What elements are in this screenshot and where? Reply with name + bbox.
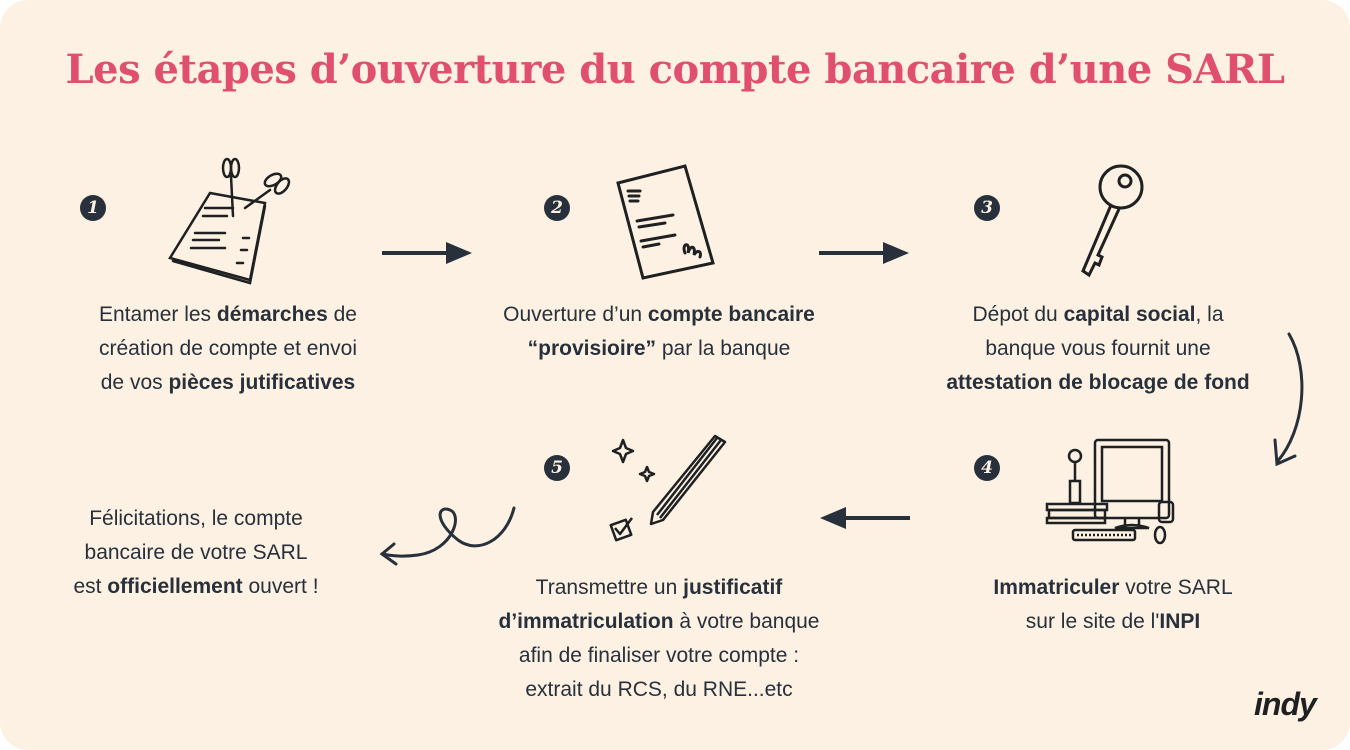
text-segment: votre SARL bbox=[1119, 576, 1233, 599]
text-bold-segment: officiellement bbox=[107, 575, 243, 598]
arrow-right-1 bbox=[382, 242, 472, 264]
text-bold-segment: “provisioire” bbox=[527, 337, 657, 360]
text-bold-segment: d’immatriculation bbox=[498, 610, 674, 633]
curved-arrow-down bbox=[1273, 332, 1304, 467]
step-3-description: Dépot du capital social, la banque vous … bbox=[888, 298, 1308, 400]
text-segment: de bbox=[327, 303, 357, 326]
loop-arrow-left bbox=[379, 506, 516, 566]
step-number-5: 5 bbox=[544, 455, 570, 481]
step-number-2: 2 bbox=[544, 195, 570, 221]
step-number-1: 1 bbox=[80, 195, 106, 221]
text-segment: de vos bbox=[100, 371, 169, 394]
text-segment: Entamer les bbox=[99, 303, 217, 326]
text-segment: par la banque bbox=[656, 337, 791, 360]
text-segment: Dépot du bbox=[972, 303, 1064, 326]
text-bold-segment: INPI bbox=[1159, 610, 1201, 633]
key-icon bbox=[1081, 164, 1144, 278]
text-segment: Transmettre un bbox=[535, 576, 684, 599]
indy-logo: indy bbox=[1254, 686, 1317, 722]
text-bold-segment: capital social bbox=[1063, 303, 1196, 326]
text-bold-segment: pièces jutificatives bbox=[168, 371, 356, 394]
text-segment: à votre banque bbox=[673, 610, 820, 633]
text-segment: Ouverture d’un bbox=[503, 303, 648, 326]
text-segment: ouvert ! bbox=[242, 575, 319, 598]
documents-scissors-icon bbox=[168, 157, 291, 285]
arrow-right-2 bbox=[819, 242, 909, 264]
text-segment: afin de finaliser votre compte : bbox=[518, 644, 800, 667]
final-message: Félicitations, le compte bancaire de vot… bbox=[0, 502, 406, 604]
text-segment: extrait du RCS, du RNE...etc bbox=[525, 678, 793, 701]
text-bold-segment: justificatif bbox=[683, 576, 783, 599]
step-number-3: 3 bbox=[974, 195, 1000, 221]
computer-desk-icon bbox=[1045, 438, 1175, 545]
text-bold-segment: Immatriculer bbox=[993, 576, 1120, 599]
step-4-description: Immatriculer votre SARL sur le site de l… bbox=[903, 571, 1323, 639]
arrow-left bbox=[820, 507, 910, 529]
text-segment: sur le site de l' bbox=[1025, 610, 1160, 633]
text-segment: est bbox=[73, 575, 108, 598]
text-bold-segment: compte bancaire bbox=[647, 303, 815, 326]
step-1-description: Entamer les démarches de création de com… bbox=[18, 298, 438, 400]
step-5-description: Transmettre un justificatif d’immatricul… bbox=[449, 571, 869, 707]
step-2-description: Ouverture d’un compte bancaire “provisio… bbox=[449, 298, 869, 366]
text-segment: bancaire de votre SARL bbox=[84, 541, 308, 564]
text-bold-segment: démarches bbox=[216, 303, 328, 326]
pencil-checkbox-icon bbox=[609, 434, 727, 542]
text-segment: , la bbox=[1195, 303, 1224, 326]
step-number-4: 4 bbox=[974, 455, 1000, 481]
signed-document-icon bbox=[616, 164, 715, 280]
text-segment: Félicitations, le compte bbox=[89, 507, 303, 530]
text-bold-segment: attestation de blocage de fond bbox=[946, 371, 1250, 394]
page-title: Les étapes d’ouverture du compte bancair… bbox=[65, 46, 1285, 93]
text-segment: banque vous fournit une bbox=[985, 337, 1211, 360]
text-segment: création de compte et envoi bbox=[99, 337, 357, 360]
